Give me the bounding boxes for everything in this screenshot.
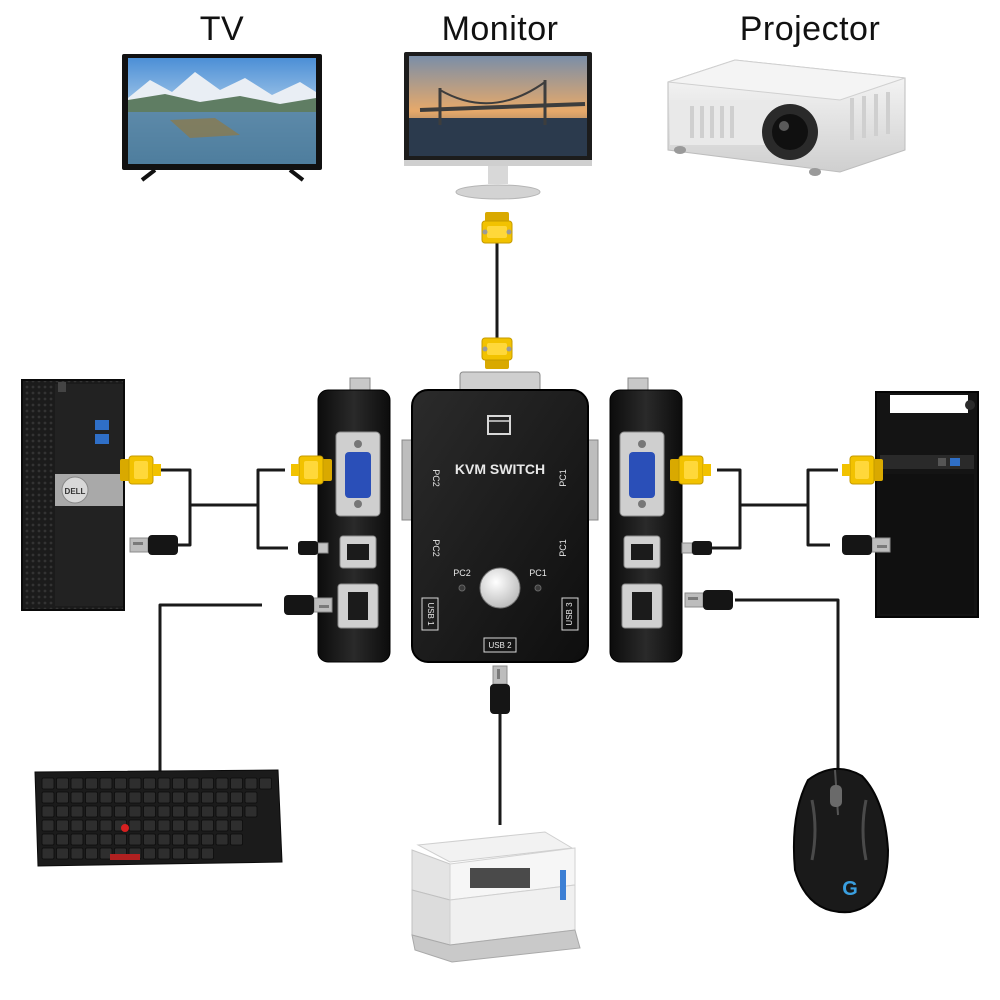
kvm-usb1-label: USB 1 xyxy=(426,602,435,626)
projector-icon xyxy=(667,59,906,176)
kvm-left-port-label-top: PC2 xyxy=(431,469,441,487)
tower-pc-icon xyxy=(875,391,979,618)
usb2-label-box: USB 2 xyxy=(483,637,517,653)
monitor-symbol-icon xyxy=(487,415,511,435)
heading-monitor: Monitor xyxy=(441,10,559,48)
usb-a-plug-icon xyxy=(841,534,891,556)
printer-icon xyxy=(411,831,581,963)
cable-mouse xyxy=(735,598,840,775)
usb-a-plug-icon xyxy=(129,534,179,556)
keyboard-icon xyxy=(34,769,283,867)
gaming-mouse-icon: G xyxy=(792,768,890,914)
kvm-button-label-pc2: PC2 xyxy=(453,568,471,578)
cable-right-bundle xyxy=(712,468,838,550)
desktop-pc-icon: DELL xyxy=(21,379,125,611)
kvm-right-port-label-top: PC1 xyxy=(558,469,568,487)
usb1-label-box: USB 1 xyxy=(421,597,439,631)
kvm-usb2-label: USB 2 xyxy=(488,641,512,650)
tv-icon xyxy=(122,54,322,182)
heading-tv: TV xyxy=(199,10,245,48)
vga-connector-icon xyxy=(119,455,162,485)
cable-left-bundle xyxy=(256,468,288,550)
led-pc1 xyxy=(534,584,542,592)
kvm-right-side-panel xyxy=(609,377,683,663)
kvm-right-port-label-bottom: PC1 xyxy=(558,539,568,557)
cable-keyboard xyxy=(158,603,262,775)
kvm-left-port-label-bottom: PC2 xyxy=(431,539,441,557)
switch-button[interactable] xyxy=(479,567,521,609)
vga-connector-icon xyxy=(841,455,884,485)
pc-brand-logo: DELL xyxy=(65,487,86,496)
heading-projector: Projector xyxy=(739,10,881,48)
usb-a-plug-icon xyxy=(283,594,333,616)
usb-b-plug-icon xyxy=(297,540,329,556)
kvm-button-label-pc1: PC1 xyxy=(529,568,547,578)
usb3-label-box: USB 3 xyxy=(561,597,579,631)
cable-left-pc-vga xyxy=(160,468,258,507)
led-pc2 xyxy=(458,584,466,592)
kvm-title: KVM SWITCH xyxy=(455,461,545,477)
vga-connector-icon xyxy=(481,211,513,244)
usb-a-plug-icon xyxy=(684,589,734,611)
usb-a-plug-icon xyxy=(489,665,511,715)
mouse-brand-logo: G xyxy=(842,878,858,900)
vga-connector-icon xyxy=(290,455,333,485)
kvm-usb3-label: USB 3 xyxy=(565,602,574,626)
kvm-left-side-panel xyxy=(317,377,391,663)
monitor-icon xyxy=(404,52,592,200)
kvm-switch-body: KVM SWITCH PC2 PC2 PC1 PC1 PC2 PC1 USB 1… xyxy=(401,371,599,663)
vga-connector-icon xyxy=(481,337,513,370)
vga-connector-icon xyxy=(669,455,712,485)
usb-b-plug-icon xyxy=(681,540,713,556)
